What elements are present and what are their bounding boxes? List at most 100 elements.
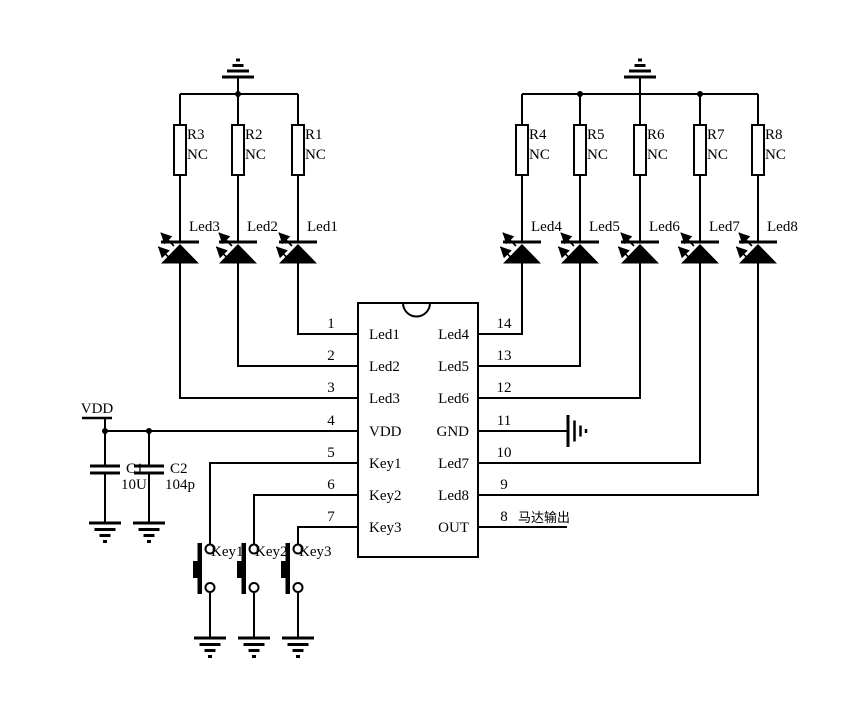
ground-symbol	[236, 636, 272, 658]
left-resistor-led-bank: R3 NC R2 NC R1 NC Led3 Led2 Led1	[159, 58, 358, 399]
ic-pin-number: 1	[327, 316, 335, 332]
led-Led4-symbol	[501, 233, 542, 264]
led-label: Led8	[767, 219, 798, 235]
ic-pin-name: Led5	[438, 359, 469, 375]
ic-pin-name: Led8	[438, 488, 469, 504]
resistor-R8	[751, 124, 765, 176]
wire	[297, 263, 358, 335]
wire	[478, 263, 523, 335]
capacitor-value-label: 10U	[121, 477, 147, 493]
capacitor-ref-label: C1	[126, 461, 144, 477]
wire	[478, 263, 759, 496]
ground-symbol	[220, 58, 256, 96]
ic-pin-name: Led2	[369, 359, 400, 375]
resistor-ref-label: R8	[765, 127, 783, 143]
wire	[478, 263, 701, 464]
ic-pin-name: Led3	[369, 391, 400, 407]
ic-pin-number: 12	[497, 380, 512, 396]
ic-pin-number: 4	[327, 413, 335, 429]
led-Led1-symbol	[277, 233, 318, 264]
resistor-R2	[231, 124, 245, 176]
resistor-value-label: NC	[647, 147, 668, 163]
ic-pin-number: 11	[497, 413, 511, 429]
led-Led7-symbol	[679, 233, 720, 264]
right-resistor-led-bank: R4 NC R5 NC R6 NC R7 NC R8 NC Led4 Led5 …	[478, 58, 798, 496]
ic-pin-name: Key2	[369, 488, 402, 504]
ic-chip: 1 2 3 4 5 6 7 Led1 Led2 Led3 VDD Key1 Ke…	[327, 302, 512, 558]
led-Led5-symbol	[559, 233, 600, 264]
led-label: Led1	[307, 219, 338, 235]
ic-pin-number: 10	[497, 445, 512, 461]
led-label: Led4	[531, 219, 562, 235]
ic-pin-name: Key3	[369, 520, 402, 536]
resistor-ref-label: R4	[529, 127, 547, 143]
led-Led8-symbol	[737, 233, 778, 264]
resistor-R1	[291, 124, 305, 176]
ground-symbol	[280, 636, 316, 658]
ic-pin-number: 8	[500, 509, 508, 525]
led-Led3-symbol	[159, 233, 200, 264]
key-label: Key2	[255, 544, 288, 560]
resistor-ref-label: R5	[587, 127, 605, 143]
resistor-ref-label: R3	[187, 127, 205, 143]
wire	[179, 263, 358, 399]
resistor-ref-label: R6	[647, 127, 665, 143]
resistor-value-label: NC	[587, 147, 608, 163]
capacitor-ref-label: C2	[170, 461, 188, 477]
led-label: Led6	[649, 219, 680, 235]
wire	[237, 263, 358, 367]
ground-symbol	[192, 636, 228, 658]
led-label: Led2	[247, 219, 278, 235]
resistor-value-label: NC	[245, 147, 266, 163]
wire	[209, 462, 358, 545]
ic-pin-name: Led7	[438, 456, 469, 472]
resistor-ref-label: R2	[245, 127, 263, 143]
resistor-R6	[633, 124, 647, 176]
resistor-value-label: NC	[707, 147, 728, 163]
ic-pin-name: GND	[437, 424, 470, 440]
ic-pin-number: 6	[327, 477, 335, 493]
ic-notch	[402, 302, 431, 318]
ic-pin-name: Led6	[438, 391, 469, 407]
resistor-R7	[693, 124, 707, 176]
ground-symbol	[87, 521, 123, 543]
resistor-ref-label: R7	[707, 127, 725, 143]
resistor-R4	[515, 124, 529, 176]
resistor-value-label: NC	[529, 147, 550, 163]
key-label: Key1	[211, 544, 244, 560]
ic-pin-name: Led1	[369, 327, 400, 343]
capacitor-C1-symbol	[88, 464, 122, 475]
wire	[478, 263, 641, 399]
led-Led2-symbol	[217, 233, 258, 264]
vdd-label: VDD	[81, 401, 114, 417]
ground-symbol	[131, 521, 167, 543]
keys-section: Key1 Key2 Key3	[192, 462, 358, 658]
wire	[297, 526, 358, 545]
resistor-value-label: NC	[305, 147, 326, 163]
led-label: Led5	[589, 219, 620, 235]
ic-pin-number: 3	[327, 380, 335, 396]
resistor-value-label: NC	[765, 147, 786, 163]
ic-pin-number: 7	[327, 509, 335, 525]
wire	[253, 494, 358, 545]
key-label: Key3	[299, 544, 332, 560]
ground-symbol	[566, 413, 588, 449]
ic-pin-name: Led4	[438, 327, 469, 343]
led-label: Led3	[189, 219, 220, 235]
ic-pin-number: 5	[327, 445, 335, 461]
led-label: Led7	[709, 219, 740, 235]
wire	[478, 263, 581, 367]
ic-pin-number: 13	[497, 348, 512, 364]
motor-output-label: 马达输出	[518, 510, 570, 526]
gnd-out-section: 马达输出	[478, 413, 588, 528]
power-section: VDD C1 10U C2 104p	[81, 401, 358, 543]
led-Led6-symbol	[619, 233, 660, 264]
resistor-value-label: NC	[187, 147, 208, 163]
resistor-ref-label: R1	[305, 127, 323, 143]
ic-pin-name: Key1	[369, 456, 402, 472]
ic-pin-number: 9	[500, 477, 508, 493]
ground-symbol	[622, 58, 658, 96]
resistor-R5	[573, 124, 587, 176]
